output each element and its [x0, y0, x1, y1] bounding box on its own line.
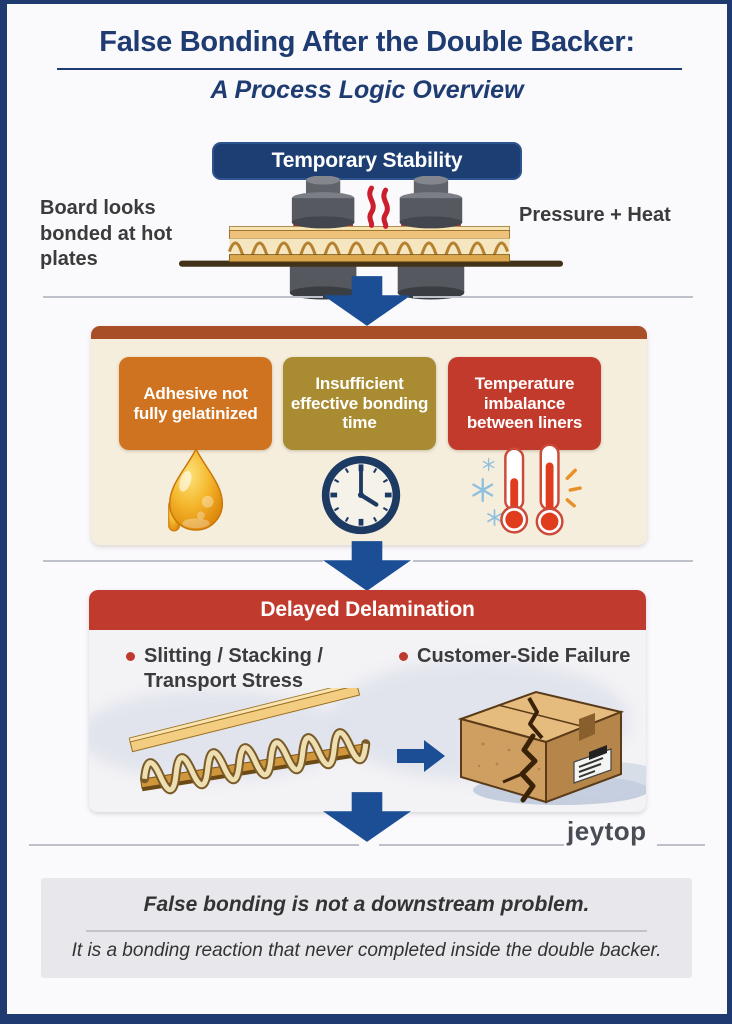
bullet-label: Customer-Side Failure: [417, 645, 631, 667]
cause-card-label: Temperature imbalance between liners: [466, 373, 583, 433]
conclusion-line-1: False bonding is not a downstream proble…: [143, 893, 590, 916]
page-title: False Bonding After the Double Backer:: [99, 26, 635, 58]
delayed-delamination-label: Delayed Delamination: [260, 598, 475, 621]
top-press-units: [291, 176, 463, 229]
divider-left-3: [29, 844, 359, 846]
clock-icon: [321, 455, 401, 535]
cause-card-temperature: Temperature imbalance between liners: [448, 357, 601, 450]
glue-droplet-icon: [168, 447, 224, 532]
divider-mid-3: [379, 844, 564, 846]
hot-cold-thermometers-icon: [472, 443, 582, 536]
delaminated-board-illustration: [128, 688, 371, 795]
causes-panel: Adhesive not fully gelatinized Insuffici…: [91, 326, 647, 545]
temporary-stability-banner: Temporary Stability: [212, 142, 522, 180]
heat-rays-icon: [565, 468, 582, 508]
board-bonded-label: Board looks bonded at hot plates: [40, 197, 173, 271]
cracked-box-illustration: [457, 690, 646, 805]
down-arrow-icon: [323, 541, 411, 591]
conclusion-divider: [86, 930, 647, 932]
heat-waves-icon: [367, 185, 390, 229]
cause-card-adhesive: Adhesive not fully gelatinized: [119, 357, 272, 450]
divider-right-2: [413, 560, 693, 562]
cause-card-bonding-time: Insufficient effective bonding time: [283, 357, 436, 450]
conclusion-box: False bonding is not a downstream proble…: [41, 878, 692, 978]
bullet-customer-failure: Customer-Side Failure: [399, 644, 641, 669]
title-underline: [57, 68, 682, 70]
bullet-slitting-stacking: Slitting / Stacking / Transport Stress: [126, 644, 364, 694]
bullet-dot: [399, 652, 408, 661]
shipping-label: [573, 745, 612, 784]
conclusion-line-2: It is a bonding reaction that never comp…: [71, 940, 662, 961]
causes-panel-top-bar: [91, 326, 647, 339]
brand-watermark: jeytop: [567, 816, 647, 846]
hot-thermometer: [535, 443, 564, 536]
page-background: False Bonding After the Double Backer: A…: [7, 4, 727, 1014]
hot-plates-press-illustration: [178, 176, 564, 300]
divider-right-3: [657, 844, 705, 846]
delayed-delamination-banner: Delayed Delamination: [89, 590, 646, 630]
down-arrow-icon: [323, 276, 411, 326]
down-arrow-icon: [323, 792, 411, 842]
right-arrow-icon: [397, 740, 445, 772]
temporary-stability-label: Temporary Stability: [271, 149, 463, 172]
cause-card-label: Insufficient effective bonding time: [290, 373, 429, 433]
divider-right-1: [413, 296, 693, 298]
divider-left-1: [43, 296, 323, 298]
cold-thermometer: [500, 447, 529, 534]
bullet-dot: [126, 652, 135, 661]
cause-card-label: Adhesive not fully gelatinized: [133, 383, 258, 423]
pressure-heat-label: Pressure + Heat: [519, 204, 671, 226]
bullet-label: Slitting / Stacking / Transport Stress: [144, 645, 323, 692]
snowflake-icon: [472, 457, 502, 526]
delamination-panel: Delayed Delamination Slitting / Stacking…: [89, 590, 646, 812]
divider-left-2: [43, 560, 323, 562]
page-subtitle: A Process Logic Overview: [210, 76, 524, 104]
